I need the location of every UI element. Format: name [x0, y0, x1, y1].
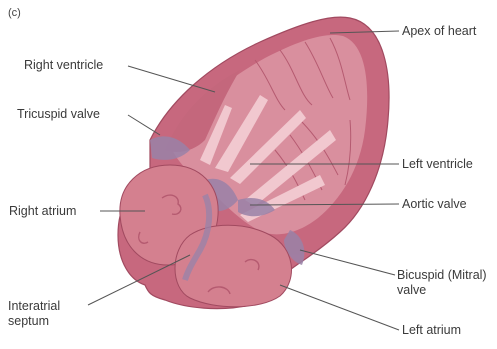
- label-right-atrium: Right atrium: [9, 204, 76, 219]
- label-left-atrium: Left atrium: [402, 323, 461, 338]
- label-interatrial-septum: Interatrial septum: [8, 299, 88, 329]
- label-apex-of-heart: Apex of heart: [402, 24, 476, 39]
- label-right-ventricle: Right ventricle: [24, 58, 103, 73]
- panel-label: (c): [8, 6, 21, 21]
- label-tricuspid-valve: Tricuspid valve: [17, 107, 100, 122]
- label-bicuspid-valve: Bicuspid (Mitral) valve: [397, 268, 489, 298]
- label-aortic-valve: Aortic valve: [402, 197, 467, 212]
- label-left-ventricle: Left ventricle: [402, 157, 473, 172]
